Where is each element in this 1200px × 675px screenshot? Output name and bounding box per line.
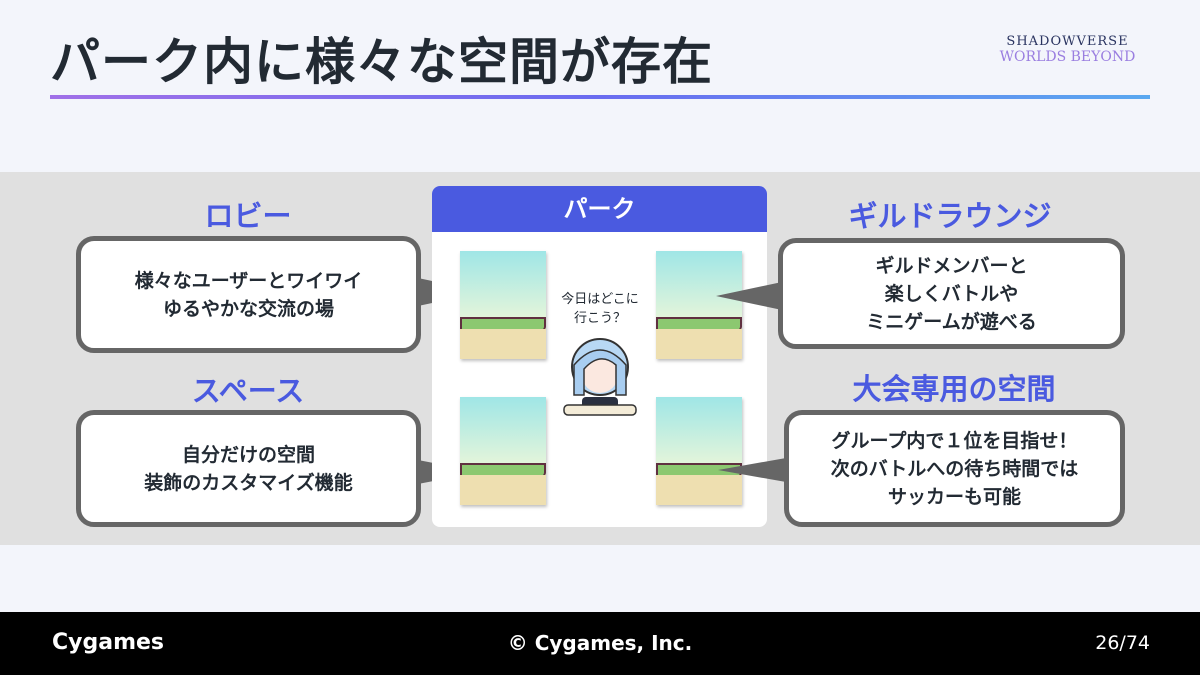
bubble-lobby: 様々なユーザーとワイワイ ゆるやかな交流の場 <box>76 236 421 353</box>
title-underline <box>50 95 1150 99</box>
label-guild-lounge: ギルドラウンジ <box>848 199 1052 233</box>
slide-title: パーク内に様々な空間が存在 <box>50 33 713 91</box>
label-tournament: 大会専用の空間 <box>852 372 1056 406</box>
tournament-image <box>656 397 742 505</box>
label-space: スペース <box>191 374 305 408</box>
logo-line1: SHADOWVERSE <box>1006 34 1129 49</box>
bubble-tail-guild <box>716 282 782 310</box>
bubble-space: 自分だけの空間 装飾のカスタマイズ機能 <box>76 410 421 527</box>
game-logo: SHADOWVERSE WORLDS BEYOND <box>985 34 1150 65</box>
bubble-tail-tournament <box>718 458 786 482</box>
cygames-logo: Cygames <box>52 630 165 655</box>
bubble-tournament: グループ内で１位を目指せ！ 次のバトルへの待ち時間では サッカーも可能 <box>784 410 1125 527</box>
bubble-guild-lounge: ギルドメンバーと 楽しくバトルや ミニゲームが遊べる <box>778 238 1125 349</box>
space-image <box>460 397 546 505</box>
character-speech: 今日はどこに 行こう？ <box>561 292 639 326</box>
character-illustration <box>563 338 637 416</box>
page-number: 26/74 <box>1095 632 1150 654</box>
logo-line2: WORLDS BEYOND <box>999 49 1136 65</box>
copyright: © Cygames, Inc. <box>507 631 693 655</box>
footer: Cygames © Cygames, Inc. 26/74 <box>0 612 1200 675</box>
lobby-image <box>460 251 546 359</box>
park-header: パーク <box>432 186 767 232</box>
label-lobby: ロビー <box>204 199 292 233</box>
